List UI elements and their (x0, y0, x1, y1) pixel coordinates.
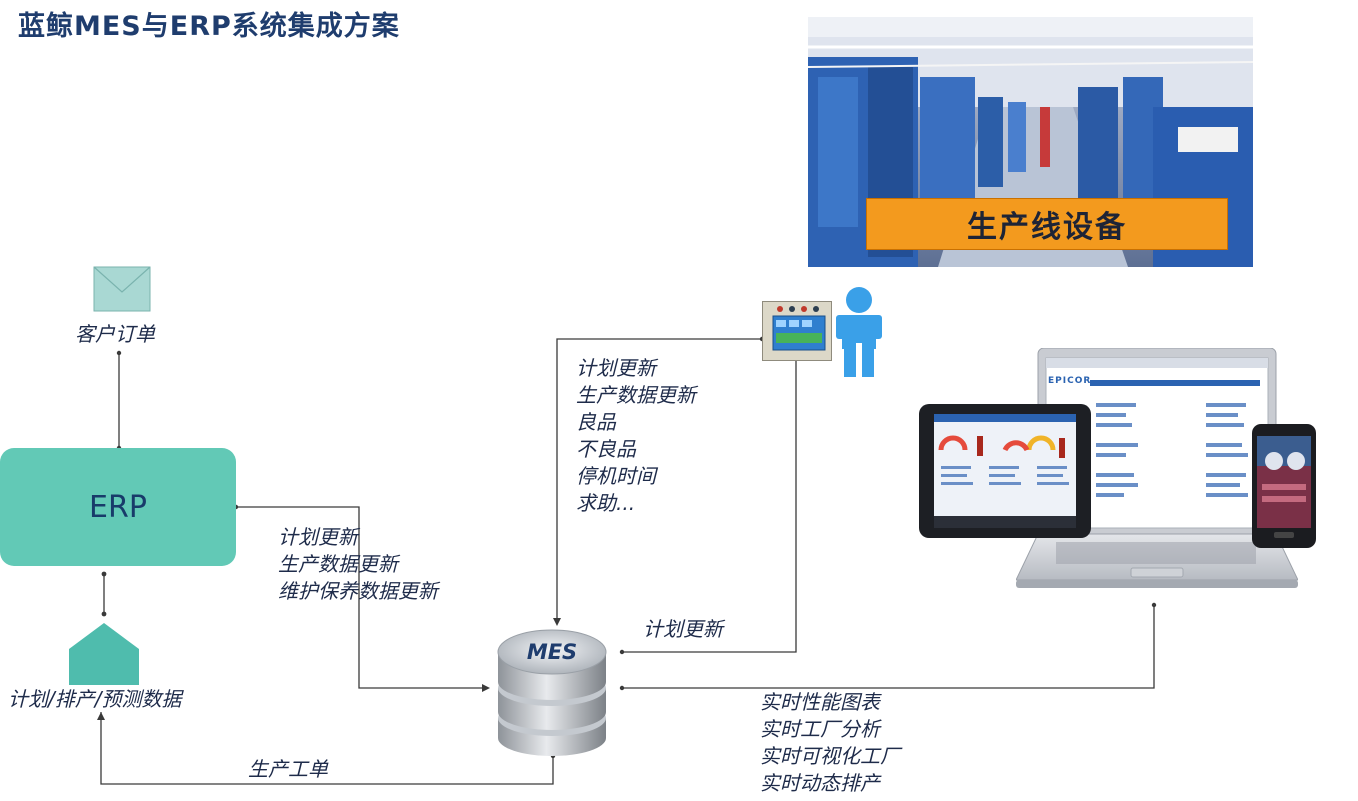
photo-label: 生产线设备 (866, 198, 1228, 250)
terminal-to-mes-line-5: 停机时间 (576, 464, 656, 488)
envelope-icon (93, 266, 151, 316)
phone-icon (1252, 424, 1316, 552)
database-icon (492, 624, 612, 758)
person-icon (836, 287, 882, 381)
erp-label: ERP (89, 489, 147, 525)
epicor-logo: EPICOR (1048, 376, 1092, 386)
customer-order-label: 客户订单 (75, 322, 155, 346)
erp-to-mes-line-1: 计划更新 (278, 525, 358, 549)
terminal-to-mes-line-2: 生产数据更新 (576, 383, 696, 407)
mes-to-devices-line-3: 实时可视化工厂 (760, 744, 900, 768)
house-icon (69, 623, 139, 689)
page-title: 蓝鲸MES与ERP系统集成方案 (18, 11, 400, 42)
mes-to-terminal-label: 计划更新 (643, 617, 723, 641)
terminal-to-mes-line-1: 计划更新 (576, 356, 656, 380)
erp-node: ERP (0, 448, 236, 566)
erp-to-mes-line-3: 维护保养数据更新 (278, 579, 438, 603)
plan-data-label: 计划/排产/预测数据 (8, 687, 182, 711)
terminal-to-mes-line-6: 求助... (576, 491, 636, 515)
terminal-panel-icon (762, 301, 832, 365)
tablet-icon (919, 404, 1091, 542)
mes-to-devices-line-4: 实时动态排产 (760, 771, 880, 795)
terminal-to-mes-line-3: 良品 (576, 410, 616, 434)
mes-to-devices-line-2: 实时工厂分析 (760, 717, 880, 741)
laptop-icon (1015, 347, 1299, 594)
terminal-to-mes-line-4: 不良品 (576, 437, 636, 461)
mes-to-devices-line-1: 实时性能图表 (760, 690, 880, 714)
erp-to-mes-line-2: 生产数据更新 (278, 552, 398, 576)
mes-label: MES (526, 640, 578, 664)
work-order-label: 生产工单 (248, 757, 328, 781)
production-line-photo (808, 17, 1253, 267)
